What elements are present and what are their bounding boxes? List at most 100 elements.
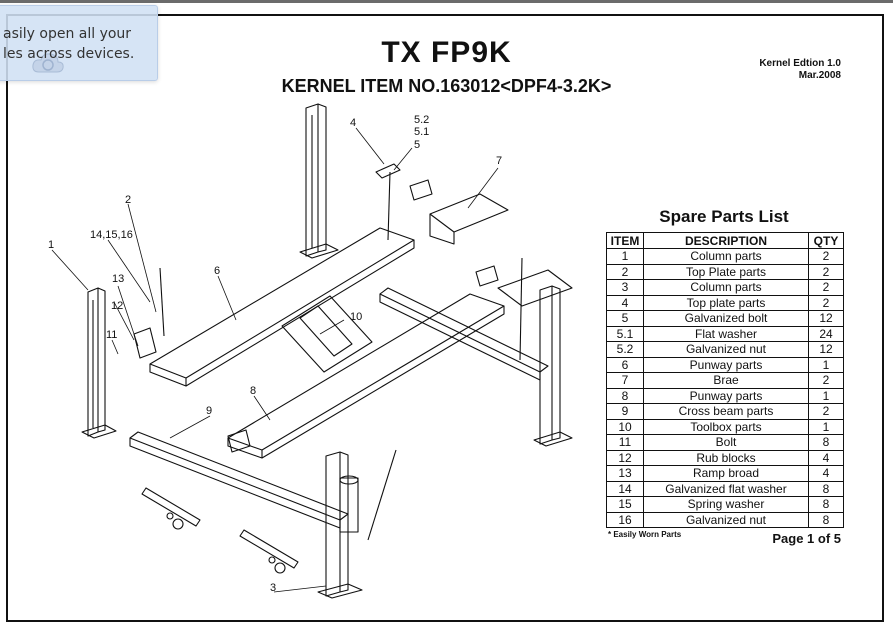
cell-item: 9 bbox=[606, 403, 644, 420]
ramp-7 bbox=[429, 193, 509, 245]
cell-item: 5 bbox=[606, 310, 644, 327]
notification-toast[interactable]: asily open all your les across devices. bbox=[0, 5, 158, 81]
runway-8 bbox=[227, 293, 505, 459]
toast-text-line1: asily open all your bbox=[3, 26, 132, 42]
header-description: DESCRIPTION bbox=[643, 232, 809, 249]
cell-description: Punway parts bbox=[643, 356, 809, 373]
edition-version: Kernel Edtion 1.0 bbox=[759, 58, 841, 69]
callout-6: 6 bbox=[214, 265, 220, 277]
cell-description: Galvanized nut bbox=[643, 511, 809, 528]
callout-10: 10 bbox=[350, 311, 362, 323]
cell-item: 5.1 bbox=[606, 325, 644, 342]
callout-14-15-16: 14,15,16 bbox=[90, 229, 133, 241]
cell-item: 14 bbox=[606, 480, 644, 497]
cell-qty: 24 bbox=[808, 325, 844, 342]
document-title: TX FP9K bbox=[381, 36, 512, 69]
cell-description: Brae bbox=[643, 372, 809, 389]
cell-description: Galvanized flat washer bbox=[643, 480, 809, 497]
top-plate-4 bbox=[375, 163, 401, 179]
cell-description: Cross beam parts bbox=[643, 403, 809, 420]
table-header-row: ITEM DESCRIPTION QTY bbox=[606, 232, 844, 249]
callout-12: 12 bbox=[111, 300, 123, 312]
rear-right-column bbox=[533, 285, 573, 447]
cell-qty: 4 bbox=[808, 465, 844, 482]
window-top-border bbox=[0, 0, 893, 3]
callout-5: 5 bbox=[414, 139, 420, 151]
cell-item: 1 bbox=[606, 248, 644, 265]
cell-description: Top plate parts bbox=[643, 294, 809, 311]
cell-item: 12 bbox=[606, 449, 644, 466]
cross-beam-rear bbox=[379, 287, 549, 381]
callout-3: 3 bbox=[270, 582, 276, 594]
cell-item: 3 bbox=[606, 279, 644, 296]
caster-left bbox=[141, 487, 201, 530]
cell-item: 4 bbox=[606, 294, 644, 311]
runway-6 bbox=[149, 227, 415, 387]
cell-qty: 2 bbox=[808, 263, 844, 280]
cell-qty: 2 bbox=[808, 372, 844, 389]
ramp-13 bbox=[133, 327, 157, 359]
document-subtitle: KERNEL ITEM NO.163012<DPF4-3.2K> bbox=[281, 76, 612, 96]
cell-qty: 8 bbox=[808, 480, 844, 497]
cell-description: Punway parts bbox=[643, 387, 809, 404]
cell-description: Column parts bbox=[643, 248, 809, 265]
cell-item: 5.2 bbox=[606, 341, 644, 358]
front-left-column bbox=[81, 287, 117, 439]
spare-parts-title: Spare Parts List bbox=[659, 207, 789, 226]
front-right-column bbox=[317, 451, 363, 599]
cell-qty: 1 bbox=[808, 356, 844, 373]
cell-item: 2 bbox=[606, 263, 644, 280]
cell-item: 6 bbox=[606, 356, 644, 373]
rub-block-7b bbox=[475, 265, 499, 287]
edition-info: Kernel Edtion 1.0 Mar.2008 bbox=[759, 58, 841, 82]
cell-item: 13 bbox=[606, 465, 644, 482]
cell-description: Spring washer bbox=[643, 496, 809, 513]
cell-item: 16 bbox=[606, 511, 644, 528]
cell-description: Rub blocks bbox=[643, 449, 809, 466]
cell-description: Flat washer bbox=[643, 325, 809, 342]
cell-qty: 4 bbox=[808, 449, 844, 466]
cell-qty: 1 bbox=[808, 418, 844, 435]
callout-11: 11 bbox=[106, 329, 117, 341]
callout-5-2: 5.2 bbox=[414, 114, 429, 126]
cell-qty: 12 bbox=[808, 310, 844, 327]
cell-item: 15 bbox=[606, 496, 644, 513]
cell-item: 10 bbox=[606, 418, 644, 435]
cloud-sync-icon bbox=[32, 53, 64, 73]
rub-block-7a bbox=[409, 179, 433, 201]
callout-2: 2 bbox=[125, 194, 131, 206]
cross-beam-9 bbox=[129, 431, 349, 529]
cell-description: Ramp broad bbox=[643, 465, 809, 482]
cell-qty: 1 bbox=[808, 387, 844, 404]
callout-labels: 1 2 3 4 5 5.1 5.2 6 7 8 9 10 11 12 13 14… bbox=[48, 114, 502, 594]
callout-5-1: 5.1 bbox=[414, 126, 429, 138]
page-number: Page 1 of 5 bbox=[772, 531, 841, 546]
cell-description: Galvanized bolt bbox=[643, 310, 809, 327]
cell-qty: 2 bbox=[808, 279, 844, 296]
rear-left-column bbox=[299, 103, 339, 259]
rub-block-8 bbox=[227, 429, 251, 453]
cell-description: Galvanized nut bbox=[643, 341, 809, 358]
caster-right bbox=[239, 529, 299, 574]
toast-text-line2: les across devices. bbox=[3, 46, 135, 62]
header-item: ITEM bbox=[606, 232, 644, 249]
cell-description: Toolbox parts bbox=[643, 418, 809, 435]
cell-qty: 8 bbox=[808, 511, 844, 528]
toolbox-10 bbox=[281, 295, 373, 373]
cell-qty: 12 bbox=[808, 341, 844, 358]
